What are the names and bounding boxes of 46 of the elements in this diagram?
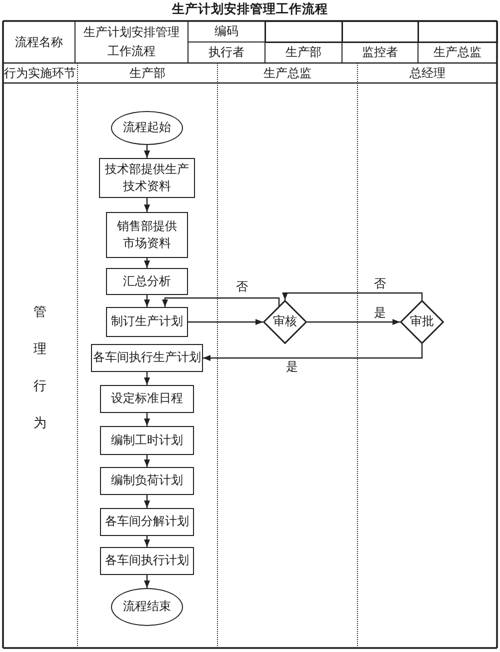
terminal-oval: 流程结束 bbox=[111, 588, 183, 626]
arrow bbox=[144, 575, 150, 588]
arrow bbox=[144, 145, 150, 158]
process-box: 各车间执行计划 bbox=[100, 547, 194, 575]
process-box: 设定标准日程 bbox=[100, 385, 194, 413]
field-label: 流程名称 bbox=[15, 34, 63, 50]
arrow bbox=[307, 319, 400, 325]
lane-header: 生产部 bbox=[130, 64, 166, 82]
arrow bbox=[144, 372, 150, 385]
process-box: 各车间执行生产计划 bbox=[91, 344, 203, 372]
process-box: 各车间分解计划 bbox=[100, 508, 194, 536]
arrow bbox=[188, 319, 263, 325]
arrow bbox=[144, 295, 150, 307]
field-label: 编码 bbox=[214, 24, 238, 39]
terminal-oval: 流程起始 bbox=[111, 111, 183, 145]
lane-header: 总经理 bbox=[410, 64, 446, 82]
arrow bbox=[203, 344, 423, 361]
field-value: 生产部 bbox=[286, 45, 322, 60]
arrow bbox=[144, 495, 150, 508]
field-label: 监控者 bbox=[362, 45, 398, 60]
process-box: 编制工时计划 bbox=[100, 426, 194, 455]
process-box: 汇总分析 bbox=[106, 268, 188, 295]
lane-header: 生产总监 bbox=[264, 64, 312, 82]
arrow bbox=[144, 455, 150, 467]
title: 生产计划安排管理工作流程 bbox=[172, 1, 328, 16]
field-value: 生产总监 bbox=[434, 45, 482, 60]
field-label: 执行者 bbox=[208, 45, 244, 60]
decision-diamond: 审核 bbox=[263, 300, 307, 344]
row-header: 行为实施环节 bbox=[4, 66, 76, 80]
arrow bbox=[162, 297, 280, 307]
process-box: 制订生产计划 bbox=[106, 307, 188, 337]
arrow bbox=[144, 413, 150, 426]
arrow bbox=[282, 292, 423, 300]
edge-label: 是 bbox=[285, 360, 299, 374]
decision-diamond: 审批 bbox=[400, 300, 444, 344]
edge-label: 否 bbox=[235, 280, 249, 294]
field-value: 生产计划安排管理工作流程 bbox=[82, 24, 180, 60]
process-box: 技术部提供生产技术资料 bbox=[99, 158, 195, 198]
row-header: 管理行为 bbox=[34, 304, 46, 433]
edge-label: 否 bbox=[373, 277, 387, 291]
process-box: 编制负荷计划 bbox=[100, 467, 194, 495]
process-box: 销售部提供市场资料 bbox=[106, 212, 188, 258]
arrow bbox=[144, 198, 150, 212]
arrow bbox=[144, 536, 150, 547]
arrow bbox=[144, 258, 150, 268]
edge-label: 是 bbox=[373, 306, 387, 320]
